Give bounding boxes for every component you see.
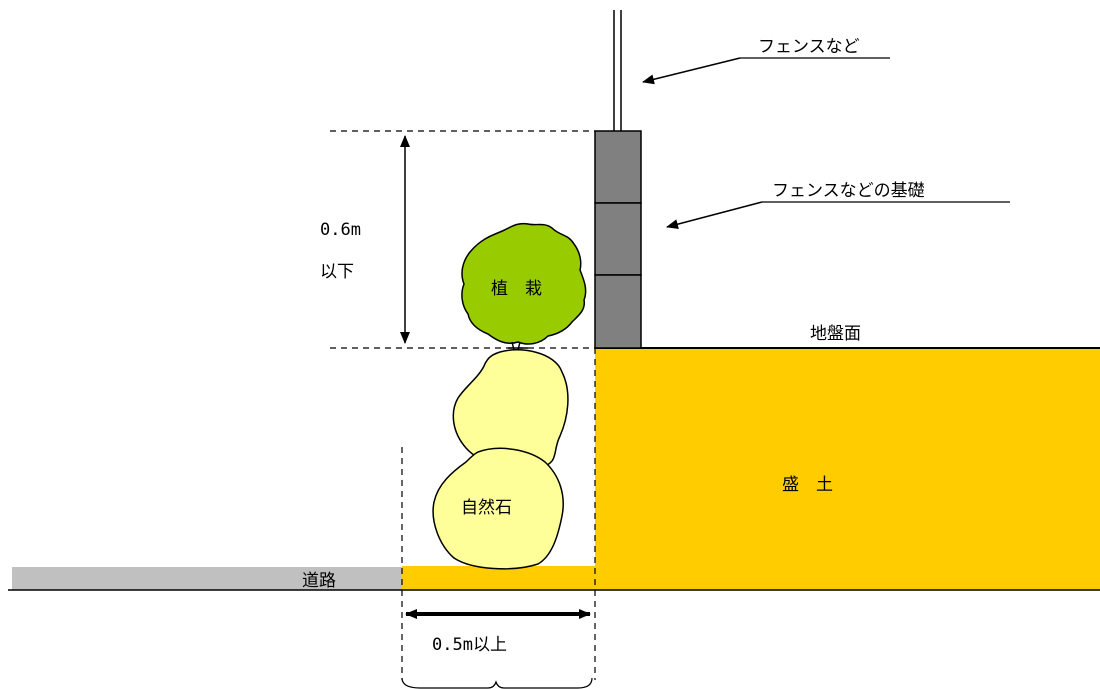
natural-stone-label: 自然石 [461,498,512,518]
setback-label: 0.5m以上 [432,635,507,655]
foundation-block-2 [594,202,642,276]
fence-foundation-label: フェンスなどの基礎 [772,181,925,201]
fill-soil-area [402,348,1100,590]
fence-leader-arrow [642,57,741,85]
setback-brace [401,677,593,689]
foundation-block-3 [594,274,642,349]
fence-label: フェンスなど [758,37,860,57]
natural-stone-lower [432,447,564,570]
fill-soil-label: 盛 土 [782,475,833,495]
planting-label: 植 栽 [491,279,542,299]
ground-level-label: 地盤面 [810,324,861,344]
planting-shrub [461,222,587,345]
foundation-leader-arrow [666,201,763,230]
foundation-block-1 [594,130,642,204]
road-surface [12,567,402,590]
height-limit-label: 以下 [320,262,354,282]
road-label: 道路 [302,571,336,591]
height-value-label: 0.6m [320,220,361,240]
